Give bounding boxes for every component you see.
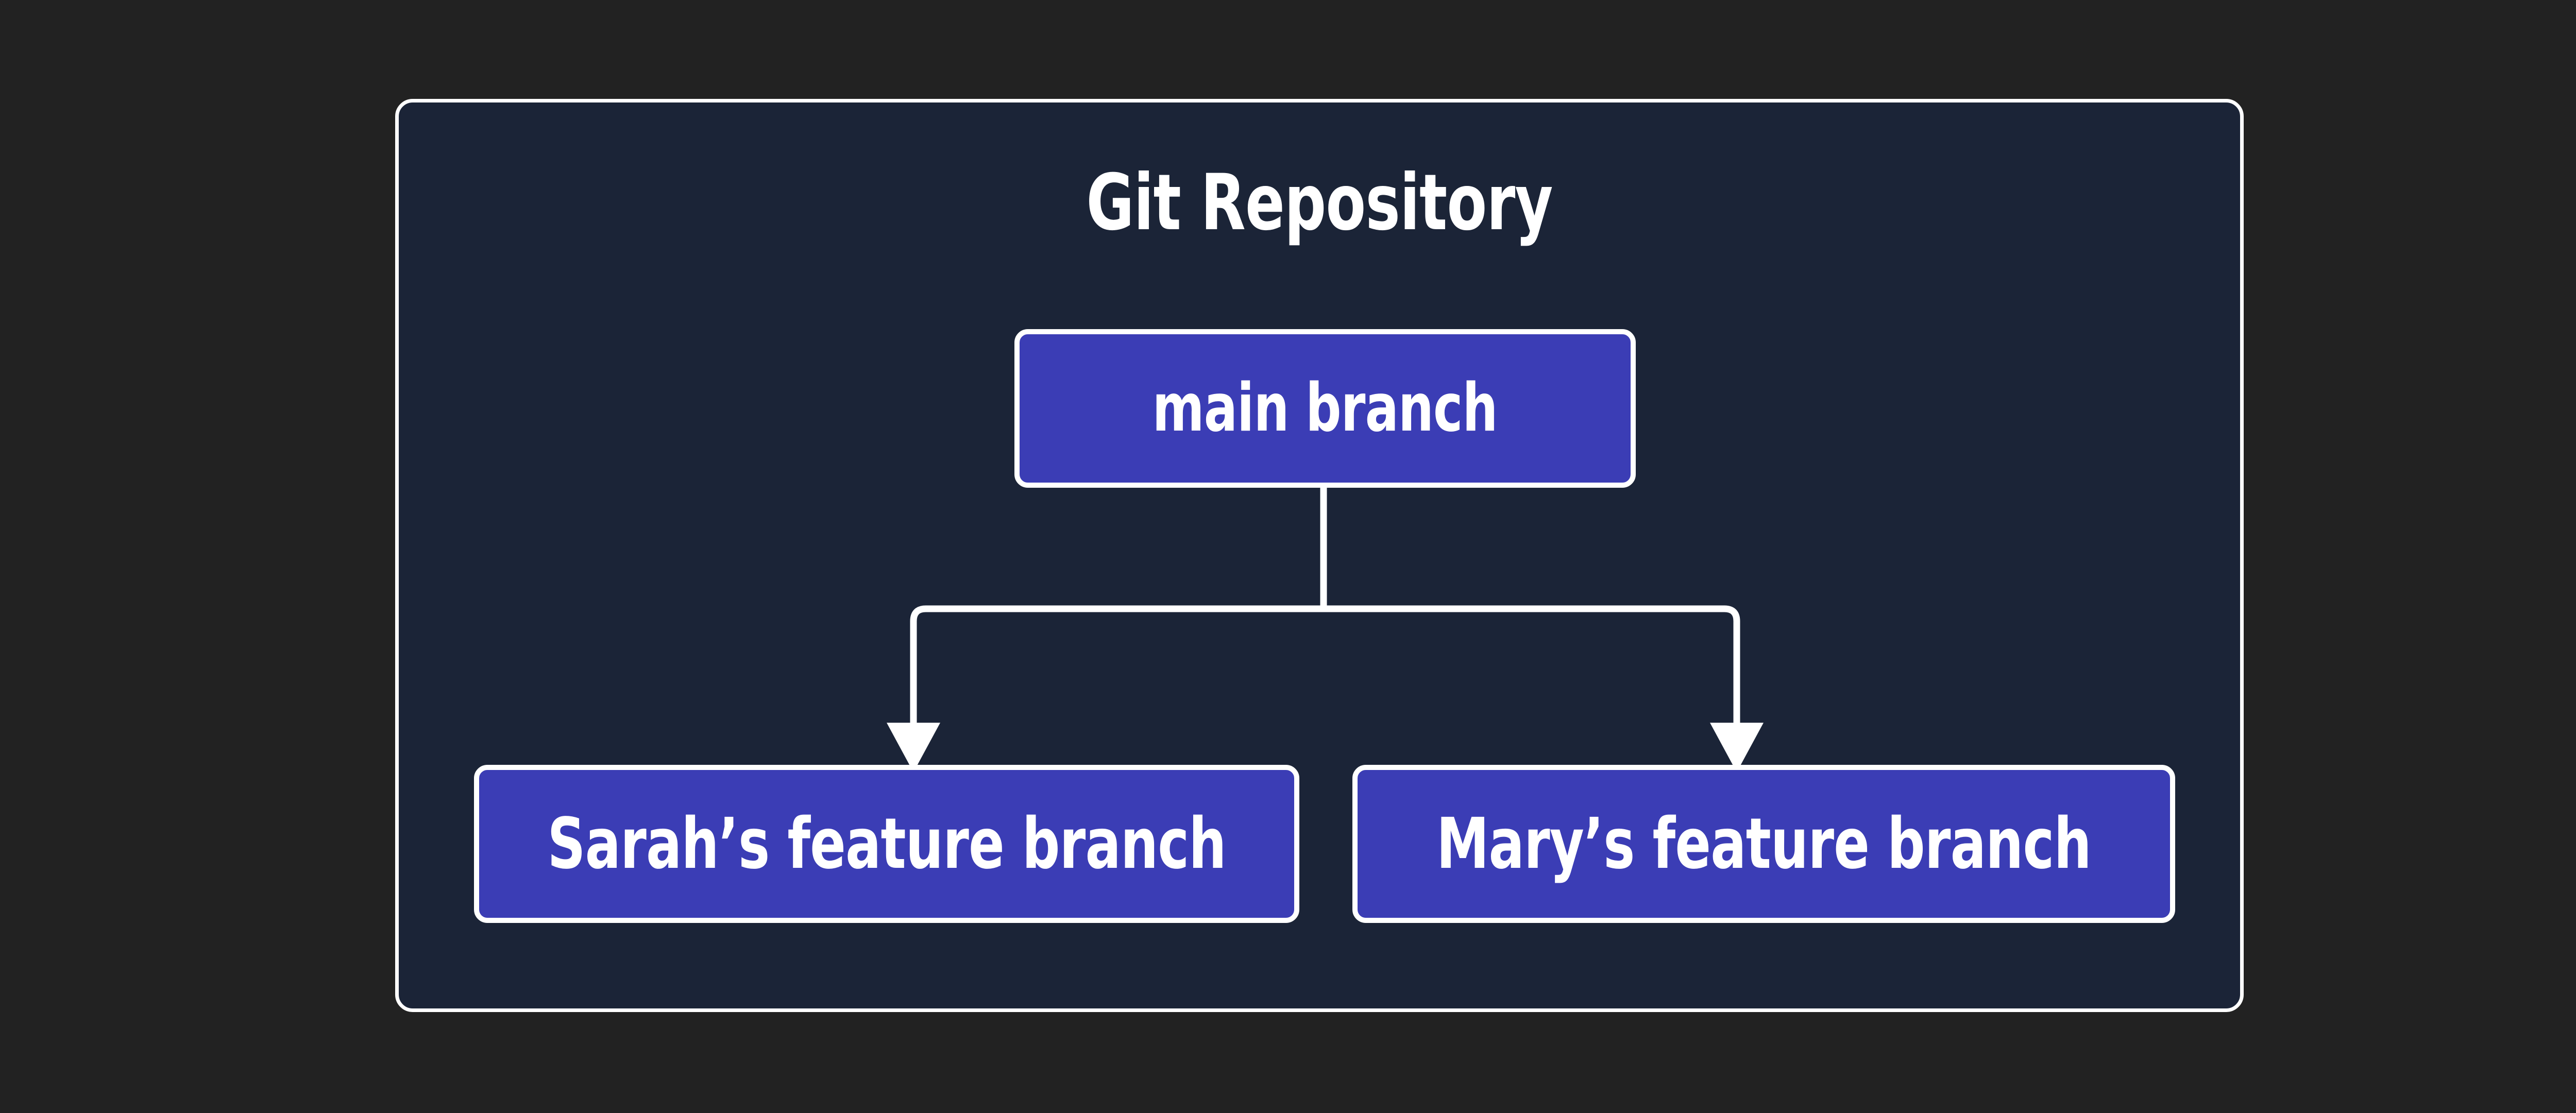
edge-main-to-sarah	[887, 605, 1324, 773]
diagram-title: Git Repository	[1086, 158, 1553, 248]
node-main-branch[interactable]: main branch	[1014, 329, 1636, 488]
edge-main-to-mary	[1324, 605, 1764, 773]
node-sarah-feature-branch[interactable]: Sarah’s feature branch	[474, 765, 1299, 923]
git-repository-container: Git Repository main branch Sarah’s featu…	[395, 99, 2244, 1012]
node-mary-feature-branch[interactable]: Mary’s feature branch	[1352, 765, 2175, 923]
node-main-branch-label: main branch	[1153, 370, 1498, 447]
node-mary-feature-branch-label: Mary’s feature branch	[1436, 803, 2092, 885]
node-sarah-feature-branch-label: Sarah’s feature branch	[547, 803, 1226, 885]
